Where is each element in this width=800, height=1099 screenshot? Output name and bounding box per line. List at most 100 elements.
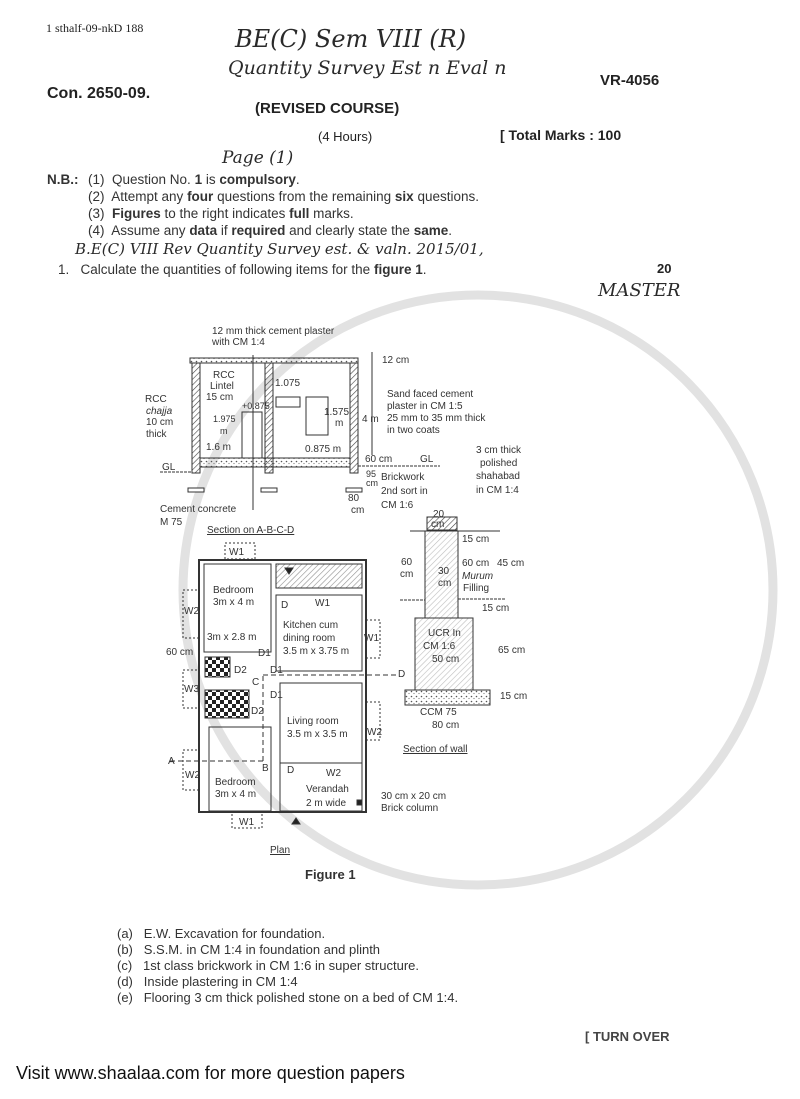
svg-text:80: 80: [348, 493, 360, 504]
svg-text:W1: W1: [229, 547, 244, 558]
plinth-wall: [424, 530, 459, 619]
window: [305, 396, 329, 436]
svg-text:2 m wide: 2 m wide: [306, 798, 346, 809]
con-number: Con. 2650-09.: [47, 85, 151, 102]
instruction-2: (2) Attempt any four questions from the …: [88, 189, 479, 204]
svg-text:3.5 m x 3.5 m: 3.5 m x 3.5 m: [287, 729, 348, 740]
svg-text:W2: W2: [367, 727, 382, 738]
svg-text:65 cm: 65 cm: [498, 645, 525, 656]
svg-text:D: D: [398, 669, 405, 680]
svg-text:Verandah: Verandah: [306, 784, 349, 795]
svg-text:0.875 m: 0.875 m: [305, 444, 341, 455]
w3-frame: [182, 669, 200, 709]
left-footing: [187, 487, 205, 493]
svg-text:CM 1:6: CM 1:6: [423, 641, 456, 652]
svg-text:15 cm: 15 cm: [206, 392, 233, 403]
item-a: (a) E.W. Excavation for foundation.: [117, 926, 326, 941]
svg-text:Brick column: Brick column: [381, 803, 438, 814]
toilet-floor-1: [204, 656, 231, 678]
svg-text:3m x 2.8 m: 3m x 2.8 m: [207, 632, 256, 643]
svg-text:2nd sort in: 2nd sort in: [381, 486, 428, 497]
verandah: [279, 762, 363, 812]
svg-text:W3: W3: [184, 684, 199, 695]
svg-text:1.575: 1.575: [324, 407, 349, 418]
svg-text:D2: D2: [251, 706, 264, 717]
question-1-marks: 20: [657, 261, 672, 276]
svg-text:Brickwork: Brickwork: [381, 472, 425, 483]
instruction-3: (3) Figures to the right indicates full …: [88, 206, 354, 221]
svg-text:UCR In: UCR In: [428, 628, 461, 639]
w1-bottom-frame: [231, 811, 263, 829]
svg-text:cm: cm: [400, 569, 413, 580]
vr-code: VR-4056: [600, 72, 660, 89]
svg-text:W2: W2: [185, 770, 200, 781]
svg-text:B: B: [262, 763, 269, 774]
footer-link-text[interactable]: Visit www.shaalaa.com for more question …: [16, 1063, 405, 1083]
svg-text:cm: cm: [366, 478, 378, 488]
middle-wall: [264, 362, 274, 474]
svg-text:3.5 m x 3.75 m: 3.5 m x 3.75 m: [283, 646, 349, 657]
total-marks: [ Total Marks : 100: [500, 127, 622, 143]
svg-text:GL: GL: [162, 462, 176, 473]
svg-text:thick: thick: [146, 429, 168, 440]
figure-caption: Figure 1: [305, 867, 356, 882]
item-d: (d) Inside plastering in CM 1:4: [117, 974, 298, 989]
paper-code-line: 1 sthalf-09-nkD 188: [46, 21, 144, 35]
svg-text:cm: cm: [351, 505, 364, 516]
svg-text:20: 20: [433, 509, 445, 520]
handwritten-subject: Quantity Survey Est n Eval n: [228, 57, 507, 79]
svg-text:plaster in CM 1:5: plaster in CM 1:5: [387, 401, 463, 412]
svg-text:Murum: Murum: [462, 571, 493, 582]
svg-text:12 mm thick cement plaster: 12 mm thick cement plaster: [212, 326, 335, 337]
svg-text:Plan: Plan: [270, 845, 290, 856]
instruction-4: (4) Assume any data if required and clea…: [88, 223, 452, 238]
item-b: (b) S.S.M. in CM 1:4 in foundation and p…: [117, 942, 381, 957]
svg-text:3m x 4 m: 3m x 4 m: [215, 789, 256, 800]
svg-text:shahabad: shahabad: [476, 471, 520, 482]
question-1: 1. Calculate the quantities of following…: [58, 262, 427, 277]
handwritten-course: BE(C) Sem VIII (R): [235, 25, 467, 53]
svg-text:60 cm: 60 cm: [365, 454, 392, 465]
svg-text:D1: D1: [258, 648, 271, 659]
floor: [199, 457, 351, 468]
wall-section-drawing: [400, 516, 505, 706]
svg-text:cm: cm: [431, 519, 444, 530]
svg-text:D2: D2: [234, 665, 247, 676]
w1-right-frame: [365, 619, 381, 659]
svg-text:1.6 m: 1.6 m: [206, 442, 231, 453]
handwritten-page: Page (1): [222, 148, 294, 168]
svg-text:in two coats: in two coats: [387, 425, 440, 436]
svg-text:polished: polished: [480, 458, 517, 469]
svg-text:60 cm: 60 cm: [166, 647, 193, 658]
w2-left-frame: [182, 589, 200, 639]
handwritten-note: B.E(C) VIII Rev Quantity Survey est. & v…: [75, 240, 484, 258]
wall-section-labels: 20 cm 15 cm 60 cm 30 cm 60 cm 45 cm Muru…: [400, 509, 527, 755]
kitchen-entry-arrow: [284, 567, 294, 575]
svg-text:95: 95: [366, 469, 376, 479]
plan-labels: W1 Bedroom 3m x 4 m D W1 W2 Kitchen cum …: [166, 547, 446, 856]
revised-course: (REVISED COURSE): [255, 100, 400, 117]
w1-top-frame: [224, 542, 256, 560]
door-opening: [241, 411, 263, 459]
bedroom-1: [203, 563, 272, 653]
svg-text:25 mm to 35 mm thick: 25 mm to 35 mm thick: [387, 413, 486, 424]
svg-text:Bedroom: Bedroom: [215, 777, 256, 788]
svg-text:chajja: chajja: [146, 406, 173, 417]
roof-slab: [189, 357, 359, 364]
svg-text:D: D: [281, 600, 288, 611]
svg-text:15 cm: 15 cm: [482, 603, 509, 614]
item-e: (e) Flooring 3 cm thick polished stone o…: [117, 990, 459, 1005]
section-drawing: [160, 352, 440, 510]
svg-text:Sand faced cement: Sand faced cement: [387, 389, 473, 400]
svg-text:Bedroom: Bedroom: [213, 585, 254, 596]
svg-text:Cement concrete: Cement concrete: [160, 504, 237, 515]
svg-text:W2: W2: [184, 606, 199, 617]
svg-text:Filling: Filling: [463, 583, 489, 594]
svg-text:W1: W1: [364, 633, 379, 644]
svg-text:in CM 1:4: in CM 1:4: [476, 485, 519, 496]
svg-text:Section of wall: Section of wall: [403, 744, 467, 755]
svg-text:4 m: 4 m: [362, 414, 379, 425]
svg-text:M 75: M 75: [160, 517, 183, 528]
bedroom-2: [208, 726, 272, 812]
svg-text:cm: cm: [438, 578, 451, 589]
